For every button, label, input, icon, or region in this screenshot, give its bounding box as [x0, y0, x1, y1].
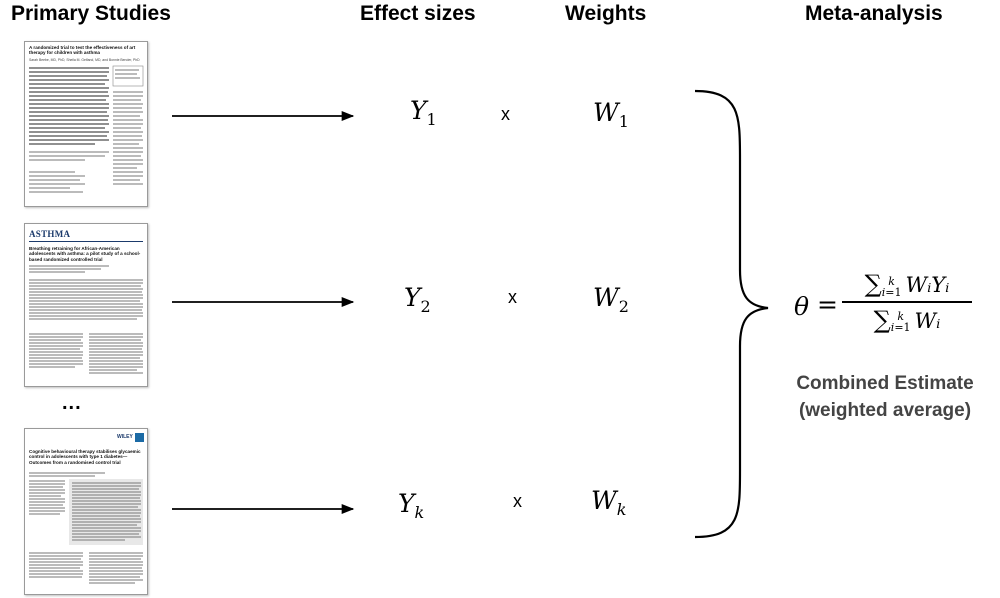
journal-header-rule — [29, 241, 143, 242]
header-effect-sizes: Effect sizes — [360, 2, 476, 25]
header-weights: Weights — [565, 2, 647, 25]
curly-brace — [694, 89, 769, 539]
paper-3-title: Cognitive behavioural therapy stabilises… — [29, 449, 141, 465]
formula-fraction-bar — [842, 301, 972, 303]
paper-2-body-text — [29, 265, 143, 374]
paper-1-body-text — [29, 65, 144, 193]
journal-logo: ASTHMA — [29, 229, 71, 239]
study-paper-3: WILEY Cognitive behavioural therapy stab… — [24, 428, 148, 595]
formula-theta: θ — [794, 292, 810, 321]
paper-2-title: Breathing retraining for African-America… — [29, 246, 141, 262]
study-paper-1: A randomized trial to test the effective… — [24, 41, 148, 207]
formula-equals: = — [817, 290, 838, 319]
effect-size-2: Y2 — [404, 283, 431, 316]
combined-estimate-line2: (weighted average) — [798, 400, 972, 421]
multiply-sign-2: x — [508, 287, 517, 307]
multiply-sign-1: x — [501, 104, 510, 124]
weight-k: Wk — [591, 486, 627, 519]
effect-size-k: Yk — [398, 489, 425, 522]
weight-2: W2 — [593, 283, 629, 316]
publisher-badge — [135, 433, 144, 442]
header-primary-studies: Primary Studies — [11, 2, 171, 25]
study-paper-2: ASTHMA Breathing retraining for African-… — [24, 223, 148, 387]
multiply-sign-k: x — [513, 491, 522, 511]
effect-size-1: Y1 — [410, 96, 437, 129]
paper-1-authors: Sarah Beebe, MD, PhD, Sheila M. Gelfand,… — [29, 58, 140, 62]
combined-estimate-line1: Combined Estimate — [796, 373, 974, 394]
paper-3-body-text — [29, 472, 143, 584]
weight-1: W1 — [593, 98, 629, 131]
publisher-logo: WILEY — [117, 434, 133, 440]
header-meta-analysis: Meta-analysis — [805, 2, 943, 25]
more-studies-ellipsis: ... — [62, 392, 82, 414]
paper-1-title: A randomized trial to test the effective… — [29, 45, 136, 56]
combined-estimate-caption: Combined Estimate (weighted average) — [775, 370, 995, 424]
